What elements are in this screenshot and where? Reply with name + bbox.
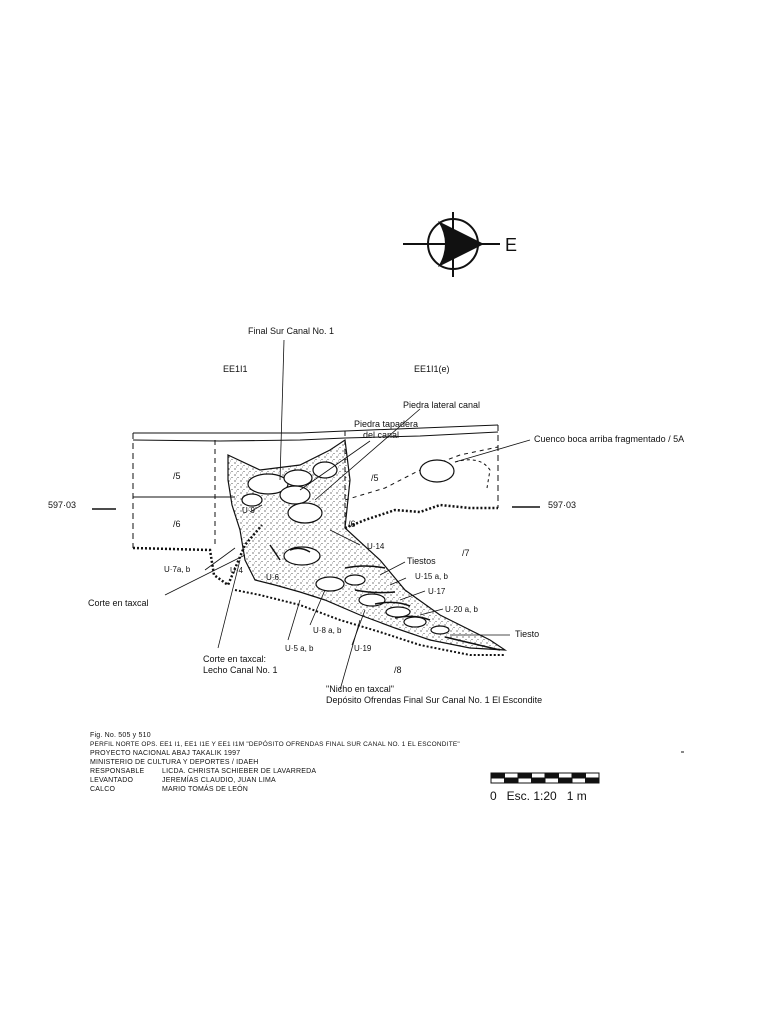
north-arrow-label: E [505, 235, 517, 255]
elevation-left: 597·03 [48, 500, 76, 510]
label-u5: U·5 a, b [285, 644, 314, 653]
stratum-7: /7 [462, 548, 470, 558]
grid-label-right: EE1I1(e) [414, 364, 450, 374]
label-u19: U·19 [354, 644, 372, 653]
label-u6: U·6 [266, 573, 279, 582]
label-u7: U·7a, b [164, 565, 191, 574]
grid-label-left: EE1I1 [223, 364, 248, 374]
label-u20: U·20 a, b [445, 605, 478, 614]
label-u8: U·8 a, b [313, 626, 342, 635]
caption-value: Jeremías Claudio, Juan Lima [162, 777, 276, 784]
label-u15: U·15 a, b [415, 572, 448, 581]
label-nicho: "Nicho en taxcal" [326, 684, 394, 694]
label-tiesto: Tiesto [515, 629, 539, 639]
stratum-8: /8 [394, 665, 402, 675]
caption-row-levantado: Levantado Jeremías Claudio, Juan Lima [90, 776, 550, 785]
elevation-right: 597·03 [548, 500, 576, 510]
label-cuenco: Cuenco boca arriba fragmentado / 5A [534, 434, 684, 444]
caption-value: Mario Tomás De León [162, 786, 249, 793]
right-section-boundary [344, 503, 498, 530]
caption-row-responsable: Responsable Licda. Christa Schieber de L… [90, 767, 550, 776]
sherds [269, 544, 501, 651]
label-u9: U·9 [242, 506, 255, 515]
label-tiestos: Tiestos [407, 556, 436, 566]
caption-key: Responsable [90, 768, 145, 775]
stones [241, 459, 455, 635]
stratum-6-right: /6 [348, 519, 356, 529]
label-final-sur: Final Sur Canal No. 1 [248, 326, 334, 336]
caption-proyecto: Proyecto Nacional Abaj Takalik 1997 [90, 750, 241, 757]
label-corte-lecho-1: Corte en taxcal: [203, 654, 266, 664]
caption-block: Fig. No. 505 y 510 Perfil norte OPS. EE1… [90, 731, 550, 794]
caption-key: Calco [90, 786, 116, 793]
stratum-5-left: /5 [173, 471, 181, 481]
label-u4: U·4 [230, 566, 243, 575]
label-deposito: Depósito Ofrendas Final Sur Canal No. 1 … [326, 695, 542, 705]
label-u14: U·14 [367, 542, 385, 551]
caption-key: Levantado [90, 777, 134, 784]
stratum-5-right: /5 [371, 473, 379, 483]
left-section-base [132, 524, 263, 587]
caption-value: Licda. Christa Schieber de Lavarreda [162, 768, 317, 775]
leader-lines [164, 339, 531, 691]
label-piedra-tapadera-1: Piedra tapadera [354, 419, 418, 429]
scale-bar [490, 772, 600, 784]
label-u17: U·17 [428, 587, 446, 596]
caption-row-calco: Calco Mario Tomás De León [90, 785, 550, 794]
stratum-6-left: /6 [173, 519, 181, 529]
label-piedra-tapadera-2: del canal [363, 430, 399, 440]
caption-fig: Fig. No. 505 y 510 [90, 732, 151, 739]
bowl-outline [454, 459, 491, 489]
trench-base [234, 589, 505, 656]
north-arrow-icon [403, 212, 500, 277]
caption-ministerio: Ministerio de Cultura y Deportes / IDAEH [90, 759, 259, 766]
caption-perfil: Perfil norte OPS. EE1 I1, EE1 I1e y EE1 … [90, 741, 460, 748]
label-corte-taxcal: Corte en taxcal [88, 598, 149, 608]
scale-label: 0 Esc. 1:20 1 m [490, 789, 587, 803]
label-piedra-lateral: Piedra lateral canal [403, 400, 480, 410]
label-corte-lecho-2: Lecho Canal No. 1 [203, 665, 278, 675]
